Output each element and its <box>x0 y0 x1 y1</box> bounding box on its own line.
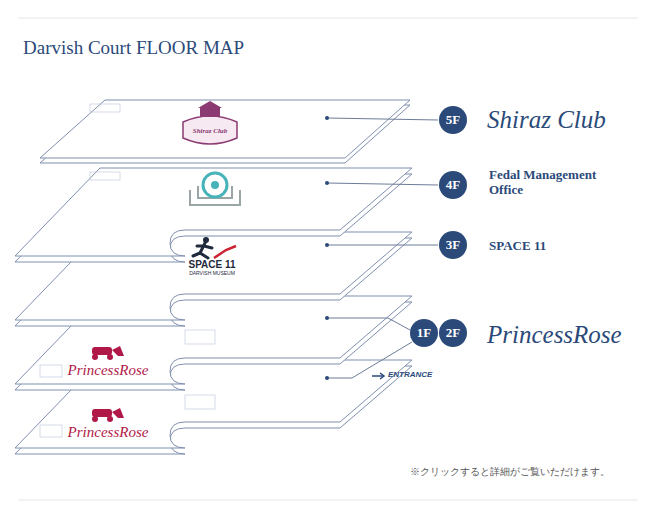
floor-number: 4F <box>446 177 460 193</box>
floor-badge: 2F <box>439 319 467 347</box>
floor-badge: 5F <box>439 106 467 134</box>
floor-number: 1F <box>417 325 431 341</box>
tenant-name: Shiraz Club <box>487 106 606 135</box>
logo-text: SPACE 11 <box>188 259 235 271</box>
entrance-label: ENTRANCE <box>388 370 432 379</box>
logo-text: Shiraz Club <box>193 127 227 135</box>
floor-badge: 1F <box>410 319 438 347</box>
floor-number: 5F <box>446 112 460 128</box>
floor-badge: 4F <box>439 171 467 199</box>
floor-number: 2F <box>446 325 460 341</box>
tenant-name: SPACE 11 <box>489 239 546 254</box>
logo-text: PrincessRose <box>68 362 149 379</box>
tenant-name: PrincessRose <box>487 321 622 350</box>
page-title: Darvish Court FLOOR MAP <box>23 37 244 59</box>
note: ※クリックすると詳細がご覧いただけます。 <box>410 466 610 478</box>
floor-number: 3F <box>446 237 460 253</box>
logo-subtext: DARVISH MUSEUM <box>189 271 235 277</box>
logo-text: PrincessRose <box>68 424 149 441</box>
tenant-name: Fedal Management Office <box>489 168 629 198</box>
floor-badge: 3F <box>439 231 467 259</box>
